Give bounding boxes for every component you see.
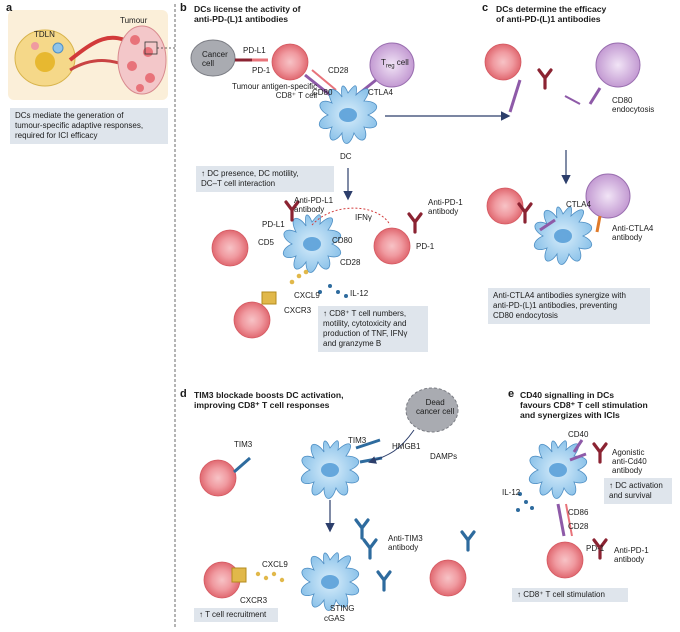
dc-label: DC <box>340 152 352 161</box>
cxcl9-label: CXCL9 <box>294 291 320 300</box>
dead-cancer-cell <box>405 387 459 433</box>
panel-e-note-1: ↑ DC activation and survival <box>604 478 672 504</box>
anti-pdl1-label: Anti-PD-L1 antibody <box>294 196 334 214</box>
anti-tim3-label: Anti-TIM3 antibody <box>388 534 423 552</box>
cd40-label: CD40 <box>568 430 589 439</box>
cxcl9-label-d: CXCL9 <box>262 560 288 569</box>
pd1-label: PD-1 <box>252 66 271 75</box>
anti-pd1-label: Anti-PD-1 antibody <box>428 198 463 216</box>
pdl1-label-2: PD-L1 <box>262 220 285 229</box>
damps-label: DAMPs <box>430 452 458 461</box>
anti-ctla4-label: Anti-CTLA4 antibody <box>612 224 654 242</box>
ctla4-label-c: CTLA4 <box>566 200 591 209</box>
panel-b-title: DCs license the activity of anti-PD-(L)1… <box>194 4 301 25</box>
panel-e-illustration <box>516 439 608 579</box>
panel-e-note-2: ↑ CD8⁺ T cell stimulation <box>512 588 628 602</box>
pd1-label-e: PD-1 <box>586 544 605 553</box>
tumour-label: Tumour <box>120 16 148 25</box>
panel-a-note: DCs mediate the generation of tumour-spe… <box>10 108 168 144</box>
cd80-label-2: CD80 <box>332 236 353 245</box>
panel-b-letter: b <box>180 2 187 14</box>
panel-d-illustration <box>199 387 476 611</box>
cd80-endocytosis-label: CD80 endocytosis <box>612 96 655 114</box>
panel-c-illustration <box>484 42 641 265</box>
il12-label: IL-12 <box>350 289 369 298</box>
tim3-label-left: TIM3 <box>234 440 253 449</box>
treg-label: Treg cell <box>381 58 409 70</box>
cgas-label: cGAS <box>324 614 345 623</box>
cxcr3-label: CXCR3 <box>284 306 312 315</box>
cd28-label-2: CD28 <box>340 258 361 267</box>
cancer-cell-label: Cancer cell <box>202 50 228 68</box>
cancer-cell <box>190 39 236 77</box>
anti-pd1-label-e: Anti-PD-1 antibody <box>614 546 649 564</box>
agonistic-cd40-label: Agonistic anti-Cd40 antibody <box>612 448 647 475</box>
dead-cancer-cell-label: Dead cancer cell <box>416 398 455 416</box>
panel-d-letter: d <box>180 388 187 400</box>
ifng-label: IFNγ <box>355 213 372 222</box>
hmgb1-label: HMGB1 <box>392 442 421 451</box>
cd28-label-e: CD28 <box>568 522 589 531</box>
cd5-label: CD5 <box>258 238 275 247</box>
panel-e-title: CD40 signalling in DCs favours CD8⁺ T ce… <box>520 390 648 421</box>
panel-c-letter: c <box>482 2 489 14</box>
cd8-t-cell-label: Tumour antigen-specific CD8⁺ T cell <box>232 82 318 100</box>
panel-c-title: DCs determine the efficacy of anti-PD-(L… <box>496 4 607 25</box>
pdl1-label: PD-L1 <box>243 46 266 55</box>
cd86-label: CD86 <box>568 508 589 517</box>
panel-b-note-2: ↑ CD8⁺ T cell numbers, motility, cytotox… <box>318 306 428 352</box>
panel-b-note-1: ↑ DC presence, DC motility, DC–T cell in… <box>196 166 334 192</box>
tim3-label-dc: TIM3 <box>348 436 367 445</box>
panel-d-note: ↑ T cell recruitment <box>194 608 278 622</box>
panel-a-illustration <box>8 10 176 100</box>
panel-a-letter: a <box>6 2 13 14</box>
il12-label-e: IL-12 <box>502 488 521 497</box>
panel-d-title: TIM3 blockade boosts DC activation, impr… <box>194 390 344 411</box>
panel-c-note: Anti-CTLA4 antibodies synergize with ant… <box>488 288 650 324</box>
ctla4-label: CTLA4 <box>368 88 393 97</box>
cxcr3-label-d: CXCR3 <box>240 596 268 605</box>
panel-b-illustration <box>190 39 511 339</box>
cd28-label: CD28 <box>328 66 349 75</box>
pd1-label-2: PD-1 <box>416 242 435 251</box>
treg-cell <box>369 42 415 88</box>
tdln-label: TDLN <box>34 30 55 39</box>
sting-label: STING <box>330 604 355 613</box>
cd80-label: CD80 <box>312 88 333 97</box>
panel-e-letter: e <box>508 388 515 400</box>
